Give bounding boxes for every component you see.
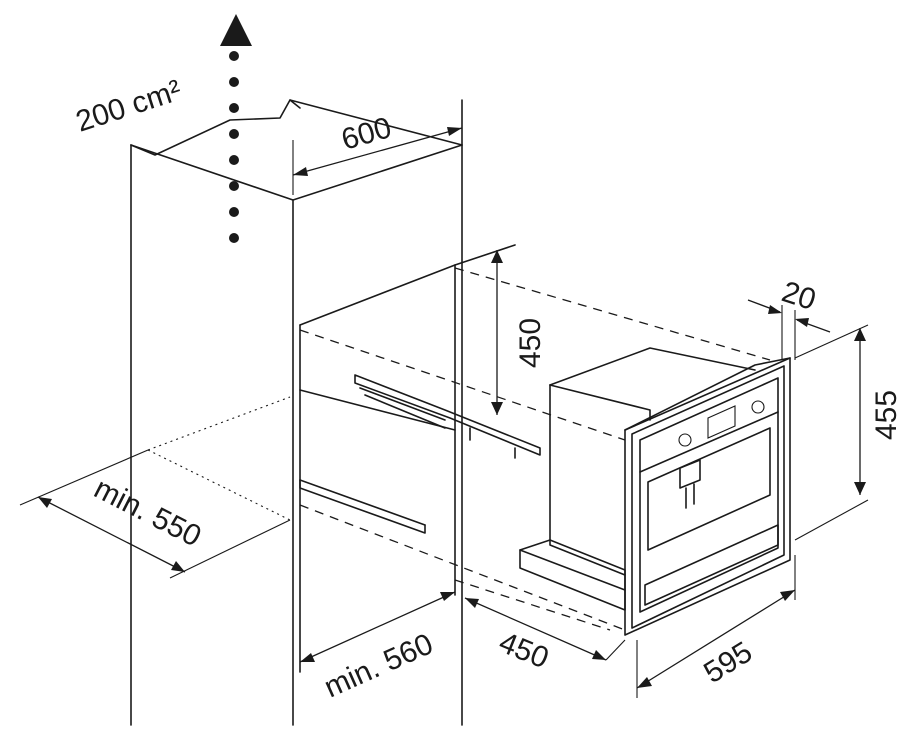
shelf-board bbox=[299, 479, 426, 534]
panel-top-edge bbox=[624, 357, 791, 431]
dim-min550-ext-2 bbox=[169, 519, 291, 579]
control-strip-line bbox=[639, 411, 779, 473]
front-panel-outer bbox=[624, 357, 791, 636]
tall-cabinet bbox=[130, 99, 463, 726]
dim-455-ext-top bbox=[794, 324, 869, 359]
dim-595-line bbox=[636, 589, 796, 689]
dim-min550-line bbox=[37, 496, 186, 573]
appliance-base bbox=[519, 539, 626, 611]
label-vent-area: 200 cm² bbox=[72, 74, 185, 139]
dim-450-depth-ext bbox=[605, 639, 626, 661]
dim-min560-line bbox=[299, 591, 456, 663]
niche-top-extension bbox=[454, 244, 516, 266]
label-appliance-height: 455 bbox=[870, 390, 903, 440]
projection-bottom-2 bbox=[454, 579, 611, 631]
airflow-up-arrow-icon bbox=[220, 14, 252, 243]
projection-bottom-1 bbox=[299, 504, 626, 631]
label-niche-height: 450 bbox=[514, 318, 547, 368]
support-rail-detail bbox=[359, 387, 446, 421]
appliance-body-left bbox=[549, 384, 626, 576]
dim-455-ext-bottom bbox=[794, 499, 869, 541]
dimensions bbox=[19, 127, 869, 698]
projection-top-2 bbox=[454, 267, 771, 361]
cabinet-top-back bbox=[130, 99, 463, 156]
label-panel-offset: 20 bbox=[778, 275, 820, 317]
depth-dotted-2 bbox=[147, 449, 291, 521]
projection-lines bbox=[147, 267, 771, 631]
front-panel-bezel bbox=[639, 377, 779, 613]
label-side-depth: min. 550 bbox=[89, 472, 207, 554]
cabinet-top-step bbox=[289, 99, 301, 109]
display-icon bbox=[707, 405, 736, 439]
dim-450-depth-line bbox=[464, 597, 607, 661]
dim-min550-ext-1 bbox=[19, 449, 149, 506]
appliance-body-top bbox=[549, 347, 756, 386]
label-niche-depth: min. 560 bbox=[319, 627, 438, 704]
airflow-indicator bbox=[220, 14, 252, 243]
appliance-body-edge bbox=[549, 384, 651, 421]
appliance-base-line bbox=[519, 549, 626, 591]
niche-top-edge bbox=[299, 264, 456, 326]
knob-right-icon bbox=[751, 400, 765, 414]
niche-floor-front bbox=[299, 479, 426, 526]
support-rail-detail-2 bbox=[364, 394, 446, 429]
drip-tray bbox=[644, 524, 779, 606]
knob-left-icon bbox=[678, 433, 692, 447]
front-panel-inner bbox=[631, 365, 785, 629]
cabinet-top-front bbox=[130, 144, 463, 201]
dispenser-cavity bbox=[647, 427, 771, 551]
dim-600-line bbox=[292, 127, 463, 176]
niche-opening bbox=[299, 244, 541, 673]
depth-dotted-1 bbox=[147, 396, 291, 451]
label-appliance-width: 595 bbox=[698, 635, 758, 690]
niche-floor-back bbox=[299, 389, 456, 431]
support-rail bbox=[354, 374, 541, 456]
label-cabinet-width: 600 bbox=[338, 111, 395, 157]
coffee-machine bbox=[519, 347, 791, 636]
